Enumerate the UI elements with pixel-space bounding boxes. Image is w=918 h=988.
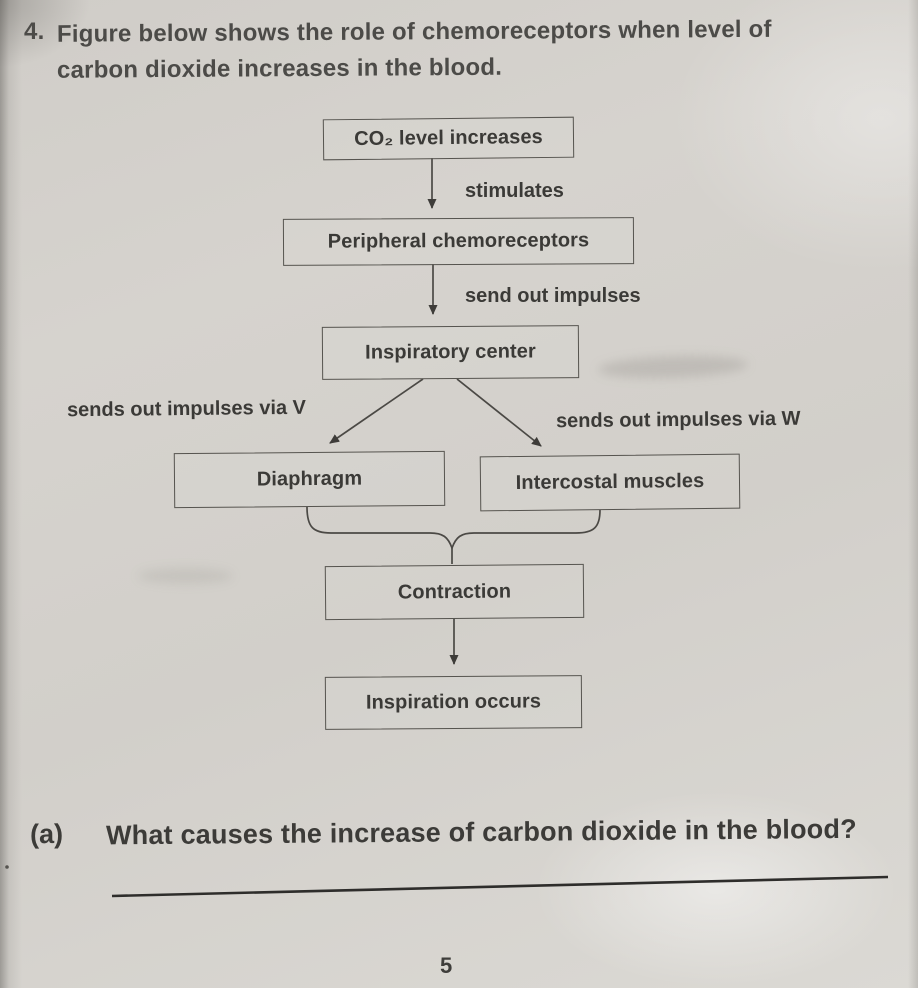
nerve-letter-v: V xyxy=(292,396,307,419)
arrow-diagonal-inspiratory-to-diaphragm xyxy=(329,378,424,444)
flowchart-node-label: Peripheral chemoreceptors xyxy=(327,229,590,253)
edge-label-send-out-impulses: send out impulses xyxy=(465,285,641,307)
nerve-letter-w: W xyxy=(781,407,801,430)
flowchart-node-diaphragm: Diaphragm xyxy=(173,450,446,509)
edge-label-impulses-via-v: sends out impulses via V xyxy=(67,397,306,423)
answer-blank-line[interactable] xyxy=(111,875,889,898)
flowchart-node-label: Inspiration occurs xyxy=(365,690,542,714)
flowchart-node-peripheral-chemoreceptors: Peripheral chemoreceptors xyxy=(282,217,635,266)
flowchart-node-contraction: Contraction xyxy=(324,563,585,621)
edge-label-text: sends out impulses via xyxy=(555,407,782,433)
edge-label-impulses-via-w: sends out impulses via W xyxy=(556,408,801,434)
flowchart-node-label: Intercostal muscles xyxy=(515,470,705,494)
edge-label-text: sends out impulses via xyxy=(66,396,293,422)
flowchart-node-label: Inspiratory center xyxy=(365,340,536,364)
flowchart-node-label: Contraction xyxy=(397,580,512,603)
edge-label-stimulates: stimulates xyxy=(465,180,564,202)
flowchart-node-label: Diaphragm xyxy=(256,467,363,491)
flowchart-node-intercostal-muscles: Intercostal muscles xyxy=(479,453,741,512)
arrow-diagonal-inspiratory-to-intercostal xyxy=(456,378,542,447)
flowchart-node-inspiratory-center: Inspiratory center xyxy=(321,325,580,380)
scan-smudge xyxy=(138,568,233,584)
flowchart-node-inspiration-occurs: Inspiration occurs xyxy=(324,675,583,730)
question-number: 4. xyxy=(24,18,45,45)
page-number: 5 xyxy=(440,953,453,978)
sub-question-label: (a) xyxy=(29,818,64,850)
flowchart-node-label: CO₂ level increases xyxy=(354,126,543,150)
flowchart-node-co2-level-increases: CO₂ level increases xyxy=(322,116,575,161)
stray-ink-dot xyxy=(5,865,9,869)
converge-brace xyxy=(306,506,601,551)
